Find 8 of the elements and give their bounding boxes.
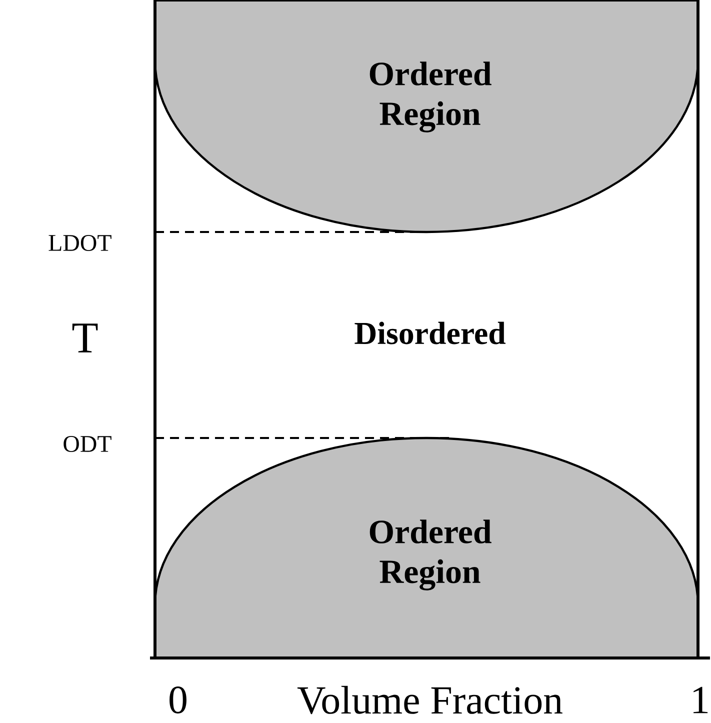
plot-frame <box>154 0 700 660</box>
ordered-region: Ordered Region <box>154 436 700 658</box>
temperature-label: LDOT <box>48 234 112 252</box>
temperature-label: ODT <box>64 436 112 452</box>
ordered-region: Ordered Region <box>154 1 700 234</box>
tick-label: 1 <box>694 686 708 714</box>
axis-title: T <box>72 324 98 352</box>
phase-label: Disordered <box>354 322 506 344</box>
